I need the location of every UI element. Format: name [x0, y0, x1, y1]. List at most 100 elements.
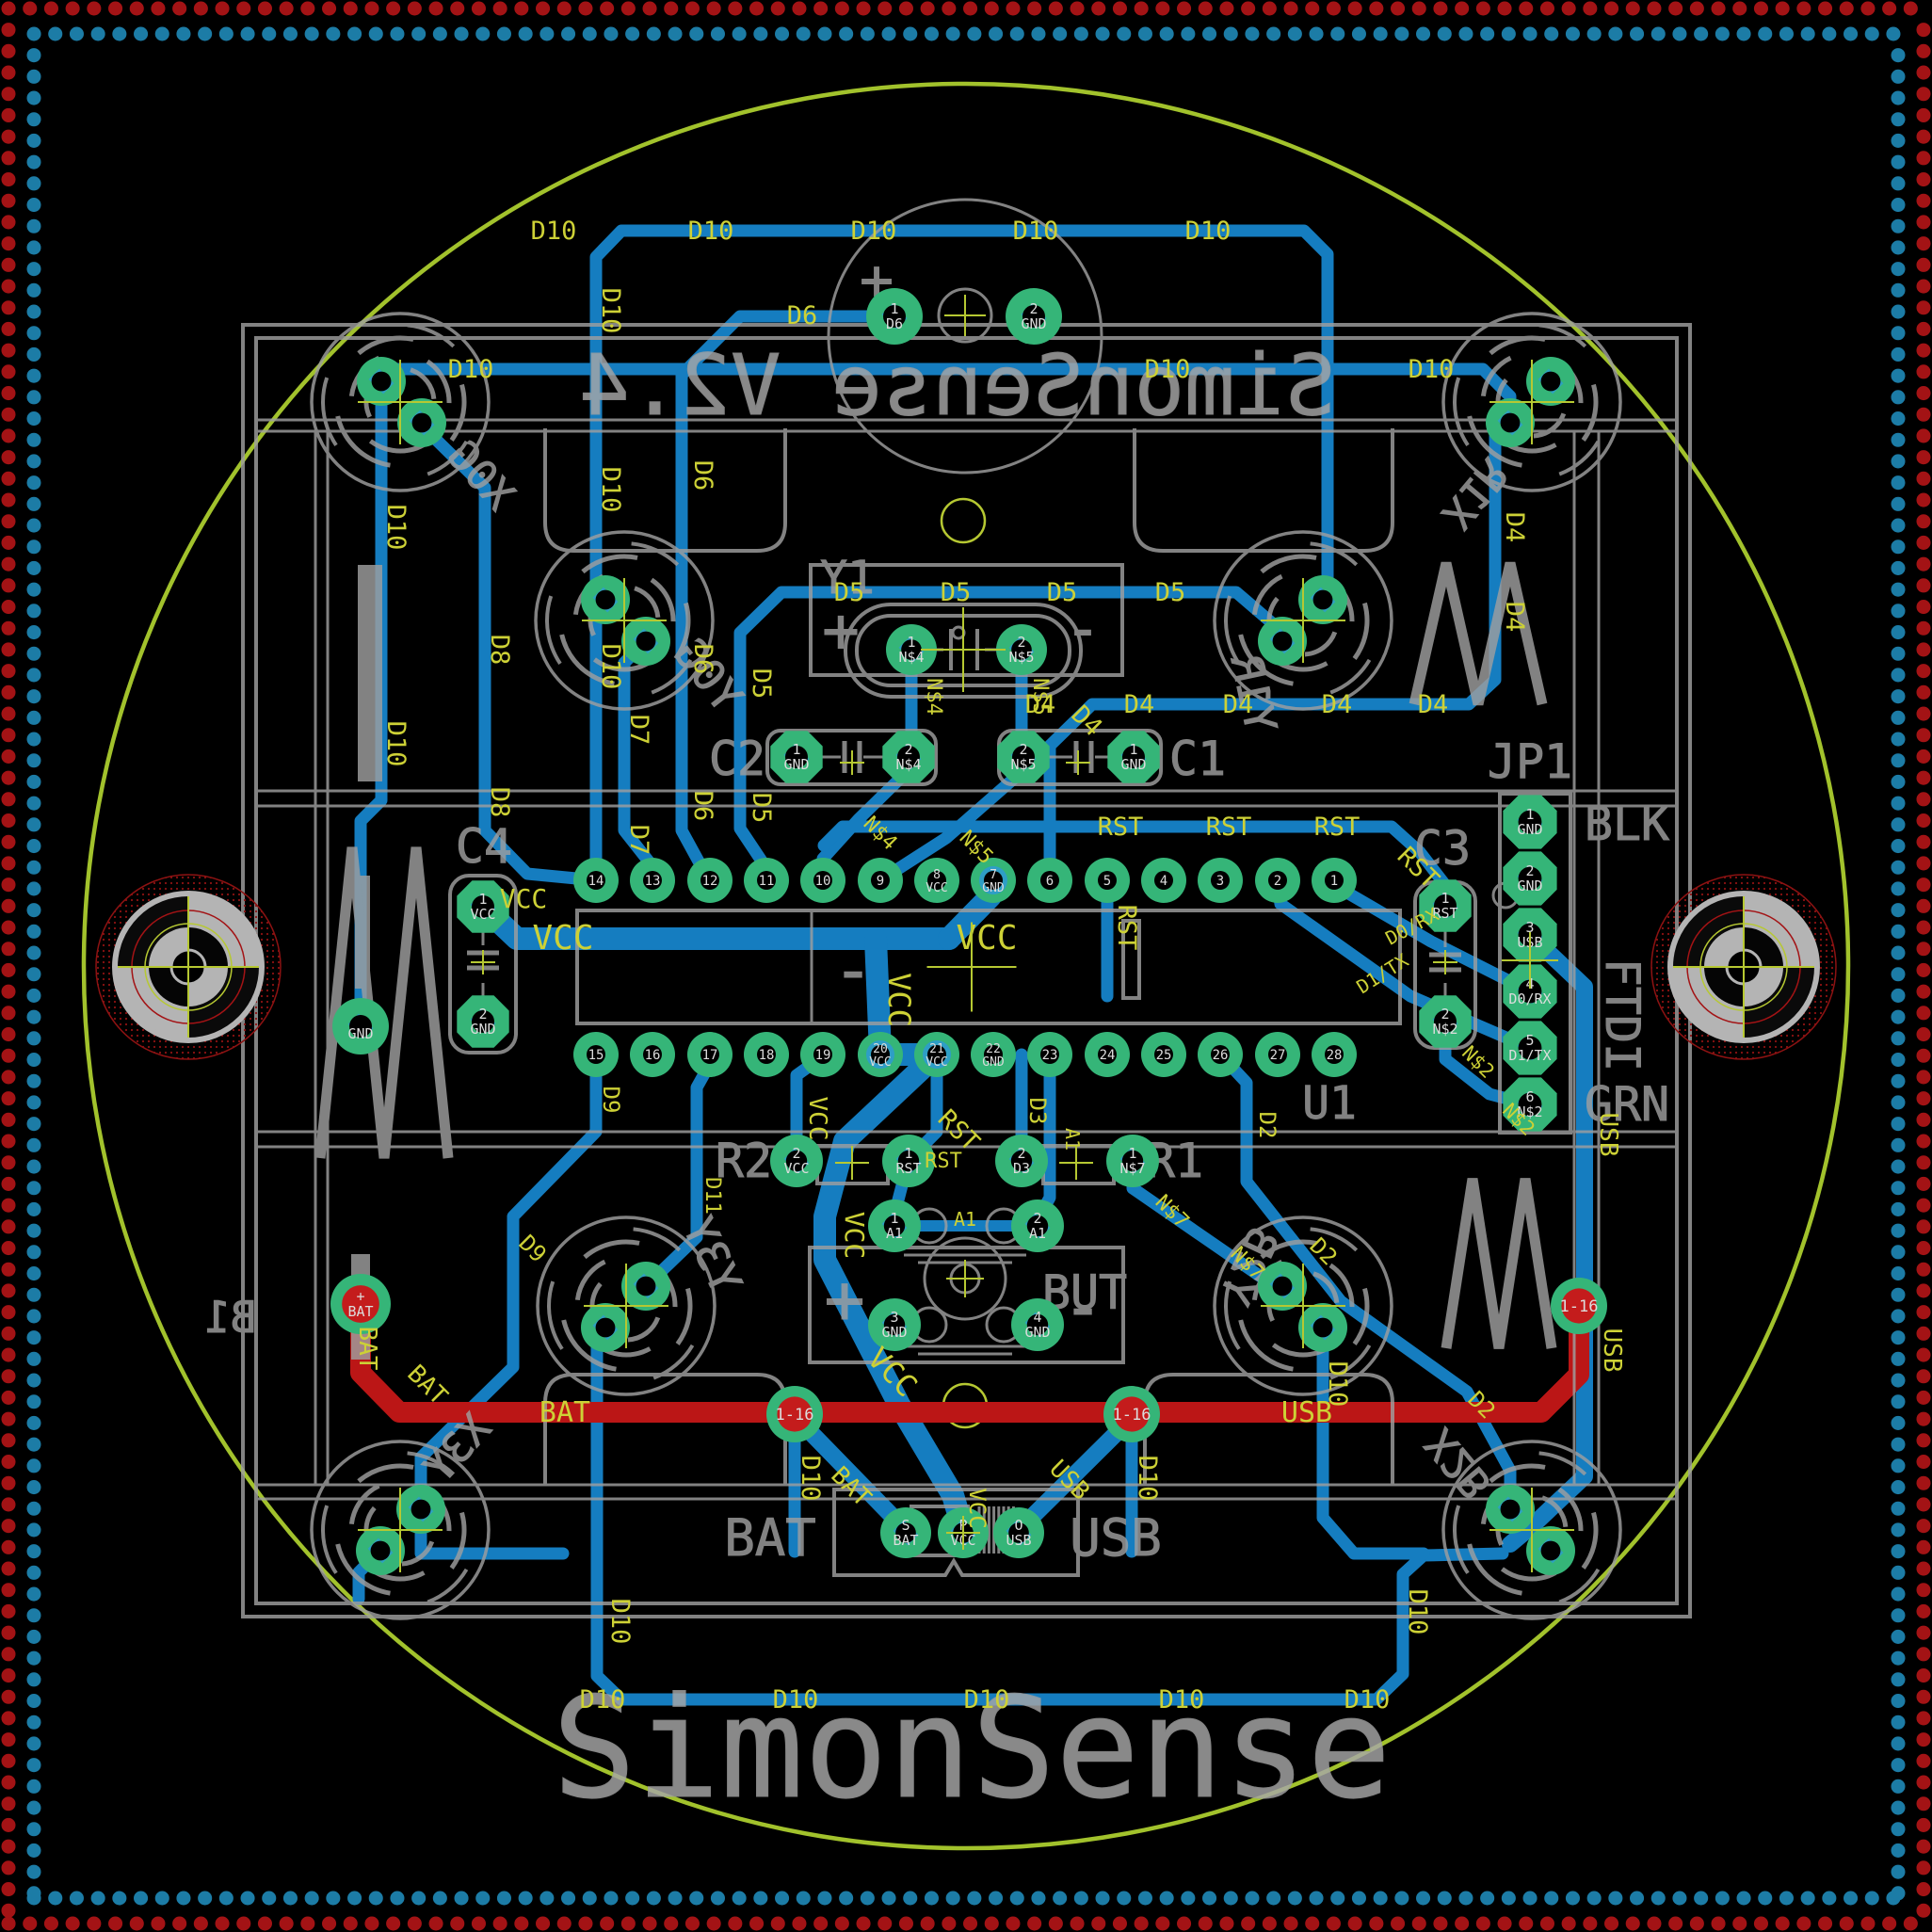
- pad[interactable]: 1N$7: [1106, 1135, 1159, 1187]
- pad[interactable]: [581, 575, 630, 624]
- trace[interactable]: [874, 764, 1030, 887]
- pad[interactable]: 2A1: [1011, 1199, 1064, 1252]
- pad[interactable]: [357, 357, 406, 406]
- led-arc: [333, 1463, 467, 1597]
- trace[interactable]: [350, 1298, 1589, 1423]
- pad-u1[interactable]: 18: [744, 1032, 789, 1077]
- pad[interactable]: 1-16: [1551, 1278, 1607, 1334]
- pad[interactable]: 2N$5: [997, 731, 1050, 783]
- pad-u1[interactable]: 6: [1027, 858, 1072, 903]
- pad-hole: [1518, 810, 1542, 834]
- trace[interactable]: [1328, 878, 1537, 998]
- pad-u1[interactable]: 16: [630, 1032, 675, 1077]
- pad[interactable]: [1258, 617, 1307, 666]
- pad[interactable]: 1-16: [766, 1386, 823, 1442]
- trace[interactable]: [675, 310, 901, 887]
- trace[interactable]: [589, 224, 1334, 887]
- pad[interactable]: 4D0/RX: [1503, 964, 1557, 1019]
- pad-u1[interactable]: 23: [1027, 1032, 1072, 1077]
- pad[interactable]: 1D6: [866, 288, 923, 345]
- pad[interactable]: [1526, 357, 1575, 406]
- pad-label: VCC: [869, 1055, 891, 1070]
- pad[interactable]: [1258, 1262, 1307, 1311]
- pad-hole: [1154, 1045, 1173, 1064]
- pad-u1[interactable]: 26: [1198, 1032, 1243, 1077]
- pad-u1[interactable]: 13: [630, 858, 675, 903]
- pad[interactable]: [397, 398, 446, 447]
- pad[interactable]: 2N$2: [1419, 995, 1472, 1048]
- pad[interactable]: [621, 1262, 670, 1311]
- pad-u1[interactable]: 15: [573, 1032, 619, 1077]
- pad[interactable]: [621, 617, 670, 666]
- pad-u1[interactable]: 25: [1141, 1032, 1186, 1077]
- pad[interactable]: 2D3: [995, 1135, 1048, 1187]
- pad-u1[interactable]: 2: [1255, 858, 1300, 903]
- pad[interactable]: [1526, 1526, 1575, 1575]
- silk-text: FTDI: [1595, 958, 1650, 1071]
- pad-u1[interactable]: 9: [858, 858, 903, 903]
- pads-layer[interactable]: 1D62GND1N$42N$51GND2N$42N$51GND1VCC2GND1…: [330, 288, 1607, 1575]
- pad-u1[interactable]: 12: [687, 858, 733, 903]
- pad-u1[interactable]: 3: [1198, 858, 1243, 903]
- pad-u1[interactable]: 14: [573, 858, 619, 903]
- trace[interactable]: [414, 1048, 603, 1516]
- pad[interactable]: 2N$5: [996, 624, 1047, 675]
- pad[interactable]: [581, 1303, 630, 1352]
- pad-label: 22: [986, 1042, 1001, 1056]
- pad[interactable]: [1298, 575, 1347, 624]
- pad[interactable]: [1298, 1303, 1347, 1352]
- pad[interactable]: 1N$4: [886, 624, 937, 675]
- pad[interactable]: +BAT: [330, 1274, 391, 1334]
- trace[interactable]: [590, 1321, 1509, 1706]
- top-copper-traces[interactable]: [350, 1298, 1589, 1423]
- pad[interactable]: [1486, 1485, 1535, 1534]
- pad[interactable]: [1486, 398, 1535, 447]
- pad-u1[interactable]: 11: [744, 858, 789, 903]
- trace[interactable]: [1502, 926, 1593, 1553]
- led-arc: [1480, 1478, 1584, 1582]
- pad-u1[interactable]: 24: [1085, 1032, 1130, 1077]
- net-label: D4: [1223, 690, 1254, 719]
- pad[interactable]: 5D1/TX: [1503, 1021, 1557, 1075]
- pad-u1[interactable]: 19: [800, 1032, 845, 1077]
- trace[interactable]: [1010, 1411, 1138, 1538]
- pad-u1[interactable]: 27: [1255, 1032, 1300, 1077]
- pad[interactable]: 2N$4: [882, 731, 935, 783]
- trace[interactable]: [415, 419, 603, 887]
- pad-u1[interactable]: 17: [687, 1032, 733, 1077]
- pad-hole: [1518, 1036, 1542, 1060]
- net-label: D6: [688, 644, 717, 675]
- pad-u1[interactable]: 5: [1085, 858, 1130, 903]
- pad[interactable]: 1A1: [868, 1199, 921, 1252]
- pad[interactable]: GND: [332, 998, 389, 1055]
- pad[interactable]: [396, 1485, 445, 1534]
- pad-u1[interactable]: 4: [1141, 858, 1186, 903]
- pad[interactable]: 6N$2: [1503, 1077, 1557, 1132]
- trace[interactable]: [788, 1409, 914, 1538]
- pad-u1[interactable]: 10: [800, 858, 845, 903]
- trace[interactable]: [813, 1043, 974, 1541]
- pad[interactable]: [356, 1526, 405, 1575]
- pad-u1[interactable]: 28: [1312, 1032, 1357, 1077]
- pad[interactable]: 1-16: [1103, 1386, 1160, 1442]
- pad-u1[interactable]: 1: [1312, 858, 1357, 903]
